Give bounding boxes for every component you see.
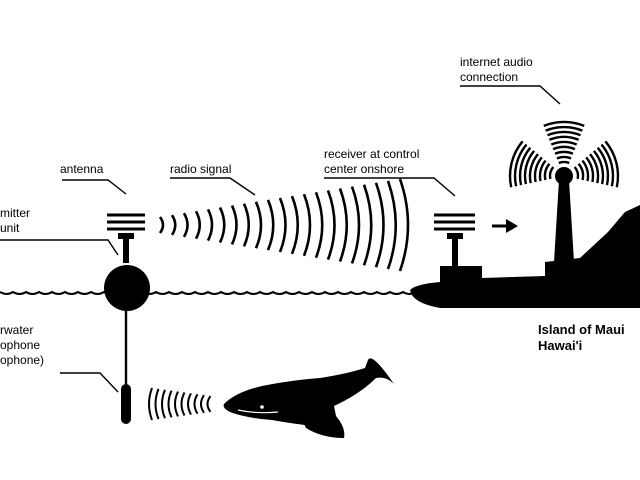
tower-signal-ring <box>577 163 585 181</box>
tower-signal-ring <box>523 150 536 185</box>
transmitter-unit <box>104 213 150 424</box>
island-shape <box>410 205 640 308</box>
label-receiver-line1: receiver at control <box>324 147 420 161</box>
whale-sound-arc <box>193 393 199 415</box>
tower-signal-ring <box>581 159 590 182</box>
leader-hydrophone <box>60 372 119 393</box>
arrow-right-icon <box>492 219 518 233</box>
whale-sound-arc <box>174 391 179 417</box>
label-internet-audio: internet audio connection <box>460 55 533 85</box>
label-island-line1: Island of Maui <box>538 322 625 337</box>
tower-signal-ring <box>548 166 555 180</box>
tower-signal-ring <box>596 146 610 186</box>
tower-signal-ring <box>528 153 539 184</box>
tower-signal-ring <box>589 153 600 184</box>
whale-sound-arc <box>200 394 205 414</box>
radio-signal-arc <box>158 216 165 234</box>
label-hydrophone: rwater ophone ophone) <box>0 323 44 368</box>
radio-signal-arc <box>182 212 189 238</box>
tower-signal-ring <box>543 120 585 128</box>
radio-signal-arc <box>374 182 385 268</box>
hydrophone-icon <box>121 384 131 424</box>
whale-sound-arc <box>161 389 166 419</box>
radio-signal-arc <box>254 201 263 249</box>
tower-signal-ring <box>604 140 620 188</box>
ocean-waves <box>0 290 430 295</box>
leader-lines <box>0 85 561 393</box>
whale-sound-arc <box>206 395 212 413</box>
radio-signal-arc <box>218 206 226 244</box>
label-transmitter-line1: mitter <box>0 206 30 220</box>
tower-signal-ring <box>585 156 595 183</box>
whale-sound-waves <box>148 387 212 421</box>
radio-signal-arc <box>362 184 373 266</box>
radio-signal-arc <box>338 188 348 262</box>
tower-signal-ring <box>592 150 605 185</box>
label-hydrophone-line3: ophone) <box>0 353 45 367</box>
label-island: Island of Maui Hawai'i <box>538 322 625 354</box>
tower-signal-ring <box>552 145 576 151</box>
radio-signal-arc <box>326 189 336 261</box>
label-hydrophone-line1: rwater <box>0 323 34 337</box>
whale-sound-arc <box>148 387 153 421</box>
radio-signal-arc <box>230 205 238 245</box>
tower-signal-ring <box>550 140 578 146</box>
tower-signal-ring <box>558 160 570 165</box>
buoy-icon <box>104 265 150 311</box>
leader-antenna <box>62 179 127 195</box>
tower-signal-ring <box>547 130 581 137</box>
receiver-antenna-icon <box>434 213 475 267</box>
label-transmitter-line2: unit <box>0 221 20 235</box>
tower-signal-ring <box>573 166 580 180</box>
label-internet-line1: internet audio <box>460 55 533 69</box>
label-transmitter: mitter unit <box>0 206 30 236</box>
tower-signal-ring <box>513 143 528 187</box>
tower-signal-ring <box>543 163 551 181</box>
radio-signal-arc <box>170 214 177 236</box>
radio-signal-arc <box>386 180 398 270</box>
tower-signal-ring <box>545 125 583 132</box>
tower-signal-ring <box>548 135 580 141</box>
label-antenna: antenna <box>60 162 104 176</box>
tower-signal-ring <box>533 156 543 183</box>
tower-signal-ring <box>538 159 547 182</box>
radio-signal-arc <box>266 199 275 251</box>
label-receiver-line2: center onshore <box>324 162 405 176</box>
tower-signal-ring <box>554 150 574 155</box>
radio-signal-arc <box>314 191 324 259</box>
label-island-line2: Hawai'i <box>538 338 583 353</box>
leader-transmitter <box>0 239 119 256</box>
radio-signal-waves <box>158 178 410 272</box>
leader-receiver <box>324 177 456 197</box>
leader-radio-signal <box>170 177 256 196</box>
label-internet-line2: connection <box>460 70 519 84</box>
tower-signal-ring <box>600 143 615 187</box>
whale-sound-arc <box>167 390 173 418</box>
radio-signal-arc <box>242 203 251 247</box>
whale-sound-arc <box>154 388 160 420</box>
label-receiver: receiver at control center onshore <box>324 147 419 177</box>
radio-signal-arc <box>302 193 312 257</box>
whale-icon <box>223 358 394 438</box>
leader-internet <box>460 85 561 105</box>
radio-signal-arc <box>278 197 287 253</box>
radio-signal-arc <box>194 210 202 240</box>
label-hydrophone-line2: ophone <box>0 338 41 352</box>
tower-signal-ring <box>508 140 524 188</box>
label-radio-signal: radio signal <box>170 162 232 176</box>
radio-signal-arc <box>290 195 300 255</box>
whale-sound-arc <box>187 392 192 416</box>
radio-signal-arc <box>398 178 410 272</box>
broadcast-tower-icon <box>508 120 620 262</box>
radio-signal-arc <box>350 186 361 264</box>
antenna-icon <box>107 213 145 231</box>
tower-signal-ring <box>518 146 532 186</box>
whale-sound-arc <box>180 392 186 416</box>
radio-signal-arc <box>206 208 214 242</box>
tower-signal-ring <box>556 155 572 160</box>
